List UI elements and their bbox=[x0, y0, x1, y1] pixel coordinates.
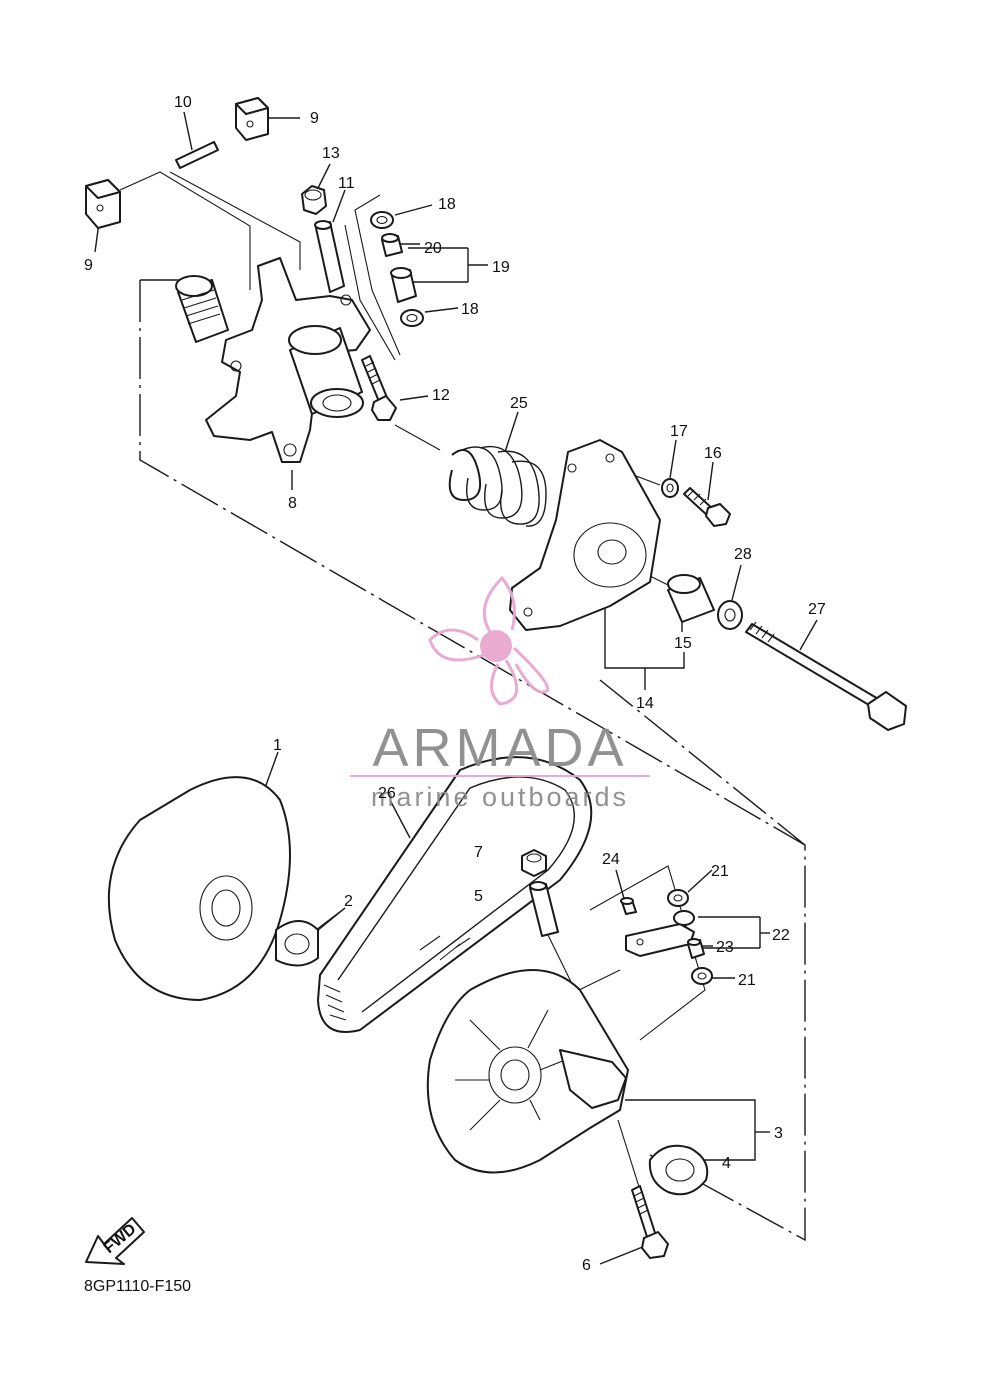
part-bolt-6 bbox=[631, 1185, 669, 1259]
callout-labels: 1 2 3 4 5 6 7 8 9 9 10 11 12 13 14 15 16… bbox=[84, 94, 826, 1274]
assembly-outline bbox=[139, 279, 806, 1242]
part-arm-22 bbox=[625, 910, 695, 957]
part-split-bushing bbox=[275, 920, 319, 967]
callout-25: 25 bbox=[510, 395, 528, 412]
callout-8: 8 bbox=[288, 495, 297, 512]
callout-17: 17 bbox=[670, 423, 688, 440]
part-sheave-disc bbox=[107, 776, 291, 1001]
part-collar bbox=[314, 220, 345, 293]
callout-10: 10 bbox=[174, 94, 192, 111]
part-drive-belt bbox=[317, 756, 593, 1033]
part-weight-lower bbox=[85, 179, 121, 229]
part-bearing bbox=[648, 1144, 709, 1196]
part-cover bbox=[509, 439, 661, 631]
part-secondary-sheave bbox=[426, 969, 629, 1174]
callout-19: 19 bbox=[492, 259, 510, 276]
callout-12: 12 bbox=[432, 387, 450, 404]
callout-6: 6 bbox=[582, 1257, 591, 1274]
part-washer-21-upper bbox=[667, 889, 689, 907]
callout-16: 16 bbox=[704, 445, 722, 462]
part-nut-7 bbox=[521, 849, 547, 877]
part-bolt-16 bbox=[683, 487, 731, 527]
callout-3: 3 bbox=[774, 1125, 783, 1142]
part-bushing-large bbox=[390, 267, 417, 303]
callout-7: 7 bbox=[474, 844, 483, 861]
callout-4: 4 bbox=[722, 1155, 731, 1172]
part-pin bbox=[175, 141, 219, 169]
part-long-bolt bbox=[745, 621, 907, 731]
callout-23: 23 bbox=[716, 939, 734, 956]
callout-27: 27 bbox=[808, 601, 826, 618]
callout-1: 1 bbox=[273, 737, 282, 754]
part-washer-lower bbox=[400, 309, 424, 327]
callout-15: 15 bbox=[674, 635, 692, 652]
part-washer-21-lower bbox=[691, 967, 713, 985]
callout-22: 22 bbox=[772, 927, 790, 944]
part-cover-bushing bbox=[667, 574, 715, 623]
part-roller-23 bbox=[687, 938, 705, 959]
callout-9b: 9 bbox=[84, 257, 93, 274]
part-washer-17 bbox=[661, 478, 679, 498]
callout-24: 24 bbox=[602, 851, 620, 868]
callout-21b: 21 bbox=[738, 972, 756, 989]
part-spring bbox=[448, 446, 547, 527]
callout-20: 20 bbox=[424, 240, 442, 257]
callout-5: 5 bbox=[474, 888, 483, 905]
callout-14: 14 bbox=[636, 695, 654, 712]
part-washer-upper bbox=[370, 211, 394, 229]
callout-28: 28 bbox=[734, 546, 752, 563]
brand-tagline: marine outboards bbox=[371, 782, 629, 812]
brand-name: ARMADA bbox=[372, 718, 627, 778]
callout-2: 2 bbox=[344, 893, 353, 910]
part-pin-24 bbox=[620, 897, 637, 915]
armada-logo: ARMADA marine outboards bbox=[350, 575, 650, 812]
part-bushing-small bbox=[381, 233, 403, 257]
part-collar-5 bbox=[529, 881, 559, 937]
callout-26: 26 bbox=[378, 785, 396, 802]
callout-9a: 9 bbox=[310, 110, 319, 127]
part-nut bbox=[301, 185, 327, 215]
propeller-hub bbox=[480, 630, 512, 662]
part-bolt-12 bbox=[361, 355, 397, 421]
diagram-code: 8GP1110-F150 bbox=[84, 1278, 191, 1295]
callout-11: 11 bbox=[338, 175, 355, 192]
part-weight-upper bbox=[235, 97, 269, 141]
callout-21a: 21 bbox=[711, 863, 729, 880]
callout-13: 13 bbox=[322, 145, 340, 162]
callout-18a: 18 bbox=[438, 196, 456, 213]
part-washer-28 bbox=[717, 600, 743, 630]
fwd-arrow-icon: FWD bbox=[85, 1217, 145, 1265]
callout-18b: 18 bbox=[461, 301, 479, 318]
part-spider bbox=[175, 257, 371, 463]
propeller-icon bbox=[428, 575, 550, 706]
